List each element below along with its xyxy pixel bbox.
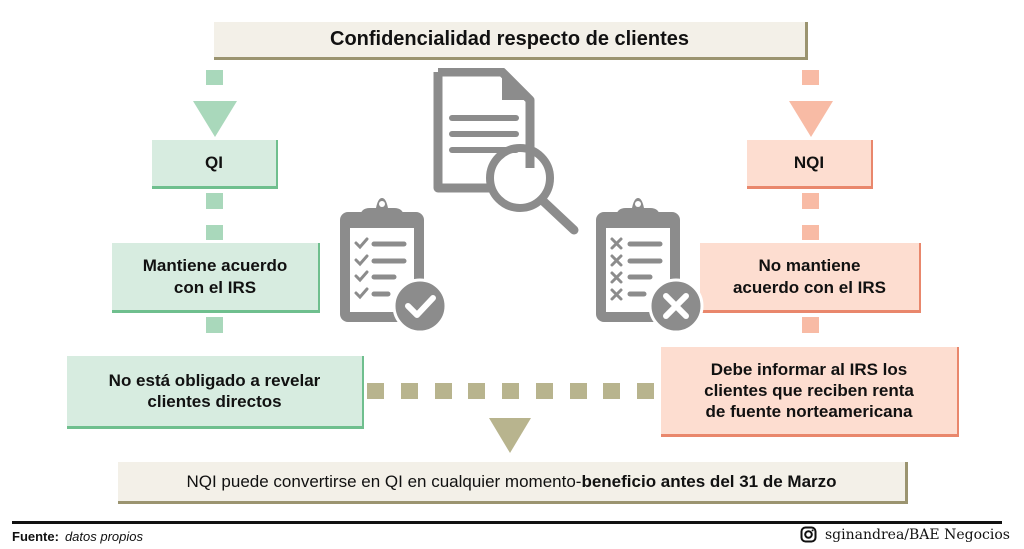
source-value: datos propios	[64, 529, 144, 544]
footer-divider	[302, 521, 1002, 524]
conclusion-highlight: beneficio antes del 31 de Marzo	[581, 471, 837, 491]
arrow-down-icon	[789, 101, 833, 137]
connector-dot	[435, 383, 452, 399]
nqi-box: NQI	[747, 140, 873, 189]
connector-segment	[206, 70, 223, 85]
nqi-result-line: Debe informar al IRS los	[710, 359, 908, 379]
connector-segment	[802, 317, 819, 333]
connector-segment	[206, 225, 223, 240]
nqi-agreement-line: acuerdo con el IRS	[732, 277, 887, 297]
conclusion-box: NQI puede convertirse en QI en cualquier…	[118, 462, 908, 504]
nqi-agreement-box: No mantiene acuerdo con el IRS	[700, 243, 921, 313]
qi-box: QI	[152, 140, 278, 189]
connector-segment	[802, 225, 819, 240]
connector-dot	[603, 383, 620, 399]
nqi-agreement-line: No mantiene	[758, 256, 861, 276]
nqi-result-line: de fuente norteamericana	[705, 402, 913, 422]
qi-agreement-line: con el IRS	[173, 277, 257, 297]
footer-divider	[12, 521, 302, 524]
checklist-approved-icon	[340, 198, 448, 333]
footer-source: Fuente: datos propios	[12, 529, 143, 544]
connector-segment	[802, 70, 819, 85]
connector-dot	[468, 383, 485, 399]
connector-dot	[570, 383, 587, 399]
arrow-down-icon	[489, 418, 531, 453]
qi-result-box: No está obligado a revelar clientes dire…	[67, 356, 364, 429]
checklist-rejected-icon	[596, 198, 704, 333]
connector-dot	[536, 383, 553, 399]
connector-segment	[206, 193, 223, 209]
document-search-icon	[433, 68, 579, 235]
qi-result-line: No está obligado a revelar	[108, 370, 321, 390]
nqi-result-line: clientes que reciben renta	[704, 380, 914, 400]
connector-dot	[502, 383, 519, 399]
source-label: Fuente:	[12, 529, 59, 544]
diagram-title: Confidencialidad respecto de clientes	[214, 22, 808, 60]
conclusion-text: NQI puede convertirse en QI en cualquier…	[186, 471, 582, 491]
qi-agreement-line: Mantiene acuerdo	[142, 256, 288, 276]
connector-dot	[637, 383, 654, 399]
connector-dot	[367, 383, 384, 399]
qi-result-line: clientes directos	[147, 392, 282, 411]
arrow-down-icon	[193, 101, 237, 137]
footer-credit: sginandrea/BAE Negocios	[800, 526, 1010, 543]
connector-segment	[802, 193, 819, 209]
instagram-icon	[800, 526, 817, 543]
nqi-result-box: Debe informar al IRS los clientes que re…	[661, 347, 959, 437]
credit-text: sginandrea/BAE Negocios	[825, 526, 1010, 543]
connector-segment	[206, 317, 223, 333]
qi-agreement-box: Mantiene acuerdo con el IRS	[112, 243, 320, 313]
connector-dot	[401, 383, 418, 399]
